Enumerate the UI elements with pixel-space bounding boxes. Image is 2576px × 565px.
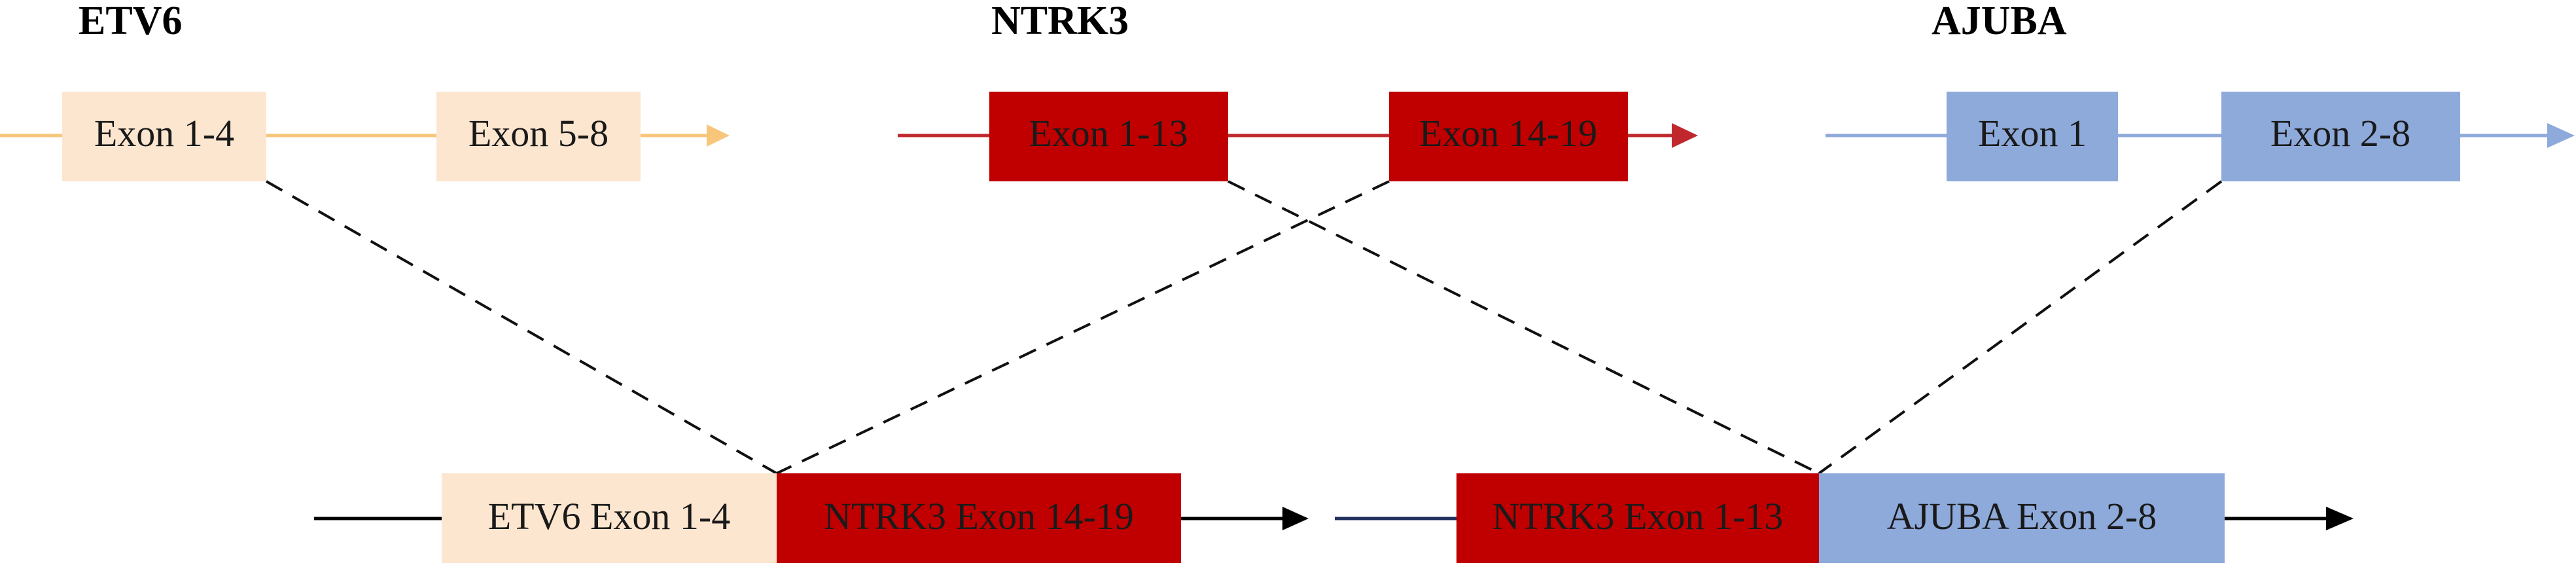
- fusion1-etv6-box: [442, 473, 777, 563]
- etv6-exon-5-8-label: Exon 5-8: [468, 112, 609, 155]
- fusion1-arrowhead: [1282, 507, 1309, 530]
- etv6-exon-1-4-box: [62, 92, 266, 181]
- gene-title-ntrk3: NTRK3: [991, 0, 1129, 43]
- ajuba-exon-1-label: Exon 1: [1978, 112, 2087, 155]
- ntrk3-exon-1-13-box: [989, 92, 1228, 181]
- ajuba-exon-1-box: [1947, 92, 2118, 181]
- connector-ajuba-to-fusion2: [1818, 180, 2223, 475]
- ajuba-gene-track: Exon 1 Exon 2-8: [1826, 92, 2575, 181]
- fusion2-ajuba-box: [1819, 473, 2225, 563]
- etv6-exon-5-8-box: [436, 92, 641, 181]
- fusion2-ajuba-label: AJUBA Exon 2-8: [1887, 495, 2157, 538]
- gene-title-ajuba: AJUBA: [1932, 0, 2067, 43]
- fusion-connectors: [266, 180, 2223, 475]
- connector-etv6-to-fusion1: [266, 180, 777, 475]
- fusion2-ntrk3-label: NTRK3 Exon 1-13: [1492, 495, 1784, 538]
- fusion2-arrowhead: [2326, 507, 2354, 530]
- etv6-exon-1-4-label: Exon 1-4: [94, 112, 234, 155]
- ntrk3-gene-track: Exon 1-13 Exon 14-19: [898, 92, 1698, 181]
- etv6-gene-track: Exon 1-4 Exon 5-8: [0, 92, 730, 181]
- fusion-ntrk3-ajuba: NTRK3 Exon 1-13 AJUBA Exon 2-8: [1335, 473, 2354, 563]
- ajuba-arrowhead: [2547, 123, 2575, 148]
- etv6-arrowhead: [707, 124, 730, 147]
- ntrk3-exon-14-19-box: [1389, 92, 1628, 181]
- fusion2-ntrk3-box: [1456, 473, 1819, 563]
- ntrk3-exon-1-13-label: Exon 1-13: [1029, 112, 1188, 155]
- gene-title-etv6: ETV6: [79, 0, 182, 43]
- fusion1-ntrk3-label: NTRK3 Exon 14-19: [824, 495, 1134, 538]
- ajuba-exon-2-8-label: Exon 2-8: [2270, 112, 2410, 155]
- fusion1-etv6-label: ETV6 Exon 1-4: [488, 495, 731, 538]
- connector-ntrk3-14-19-to-fusion1: [776, 180, 1390, 475]
- ntrk3-exon-14-19-label: Exon 14-19: [1419, 112, 1597, 155]
- fusion-etv6-ntrk3: ETV6 Exon 1-4 NTRK3 Exon 14-19: [314, 473, 1309, 563]
- connector-ntrk3-1-13-to-fusion2: [1227, 180, 1820, 475]
- fusion1-ntrk3-box: [777, 473, 1181, 563]
- ajuba-exon-2-8-box: [2221, 92, 2460, 181]
- ntrk3-arrowhead: [1672, 123, 1698, 148]
